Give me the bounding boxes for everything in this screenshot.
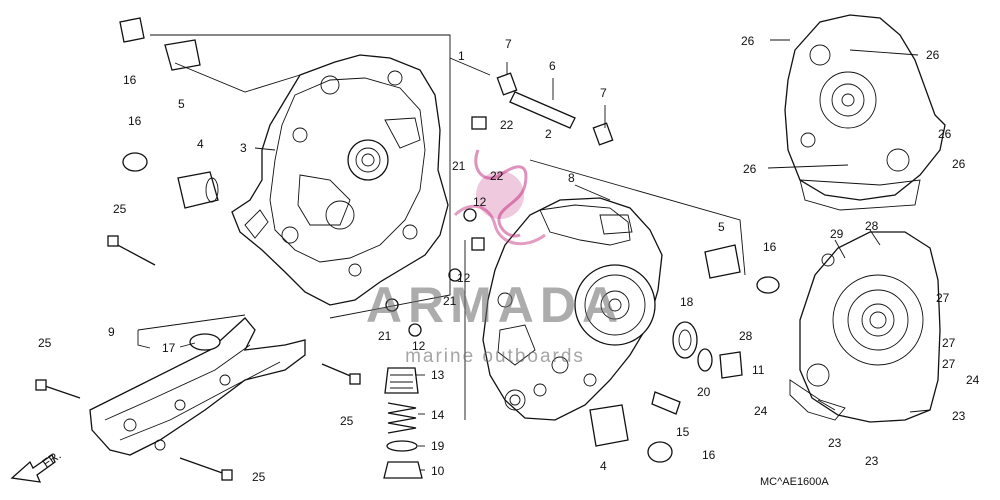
callout-26: 26: [952, 157, 966, 171]
callout-5: 5: [718, 220, 725, 234]
callout-labels: 1 2 3 4 4 5 5 6 7 7 8 9 10 11 12 12 12 1…: [38, 34, 980, 484]
left-crankcase: [231, 54, 449, 306]
callout-5: 5: [178, 97, 185, 111]
callout-12: 12: [473, 195, 487, 209]
callout-19: 19: [431, 439, 445, 453]
leader-lines: [137, 34, 931, 471]
callout-4: 4: [197, 137, 204, 151]
mount-bracket: [89, 317, 306, 456]
callout-21: 21: [443, 294, 457, 308]
callout-22: 22: [490, 169, 504, 183]
callout-17: 17: [162, 341, 176, 355]
callout-9: 9: [108, 325, 115, 339]
callout-26: 26: [938, 127, 952, 141]
callout-21: 21: [452, 159, 466, 173]
watermark: ARMADA marine outboards: [366, 149, 624, 367]
callout-18: 18: [680, 295, 694, 309]
callout-23: 23: [865, 454, 879, 468]
callout-8: 8: [568, 171, 575, 185]
callout-22: 22: [500, 118, 514, 132]
callout-4: 4: [600, 459, 607, 473]
callout-3: 3: [240, 141, 247, 155]
callout-2: 2: [545, 127, 552, 141]
callout-27: 27: [942, 357, 956, 371]
callout-24: 24: [754, 404, 768, 418]
callout-23: 23: [828, 436, 842, 450]
watermark-tagline: marine outboards: [405, 346, 585, 367]
callout-20: 20: [697, 385, 711, 399]
callout-29: 29: [830, 227, 844, 241]
callout-10: 10: [431, 464, 445, 478]
stator-cover: [784, 14, 946, 211]
watermark-brand: ARMADA: [366, 277, 624, 333]
callout-7: 7: [600, 86, 607, 100]
callout-11: 11: [752, 363, 765, 377]
callout-25: 25: [38, 336, 52, 350]
callout-27: 27: [942, 336, 956, 350]
callout-1: 1: [458, 49, 465, 63]
callout-16: 16: [123, 73, 137, 87]
callout-28: 28: [865, 219, 879, 233]
callout-13: 13: [431, 368, 445, 382]
callout-25: 25: [340, 414, 354, 428]
callout-16: 16: [128, 114, 142, 128]
callout-28: 28: [739, 329, 753, 343]
callout-16: 16: [763, 240, 777, 254]
small-parts: [35, 17, 780, 481]
callout-12: 12: [457, 271, 471, 285]
callout-15: 15: [676, 425, 690, 439]
callout-7: 7: [505, 37, 512, 51]
right-crankcase: [482, 197, 663, 421]
crankcase-cover: [789, 231, 941, 423]
callout-21: 21: [378, 329, 392, 343]
callout-25: 25: [113, 202, 127, 216]
callout-25: 25: [252, 470, 266, 484]
callout-26: 26: [926, 48, 940, 62]
diagram-code: MC^AE1600A: [760, 476, 829, 488]
callout-24: 24: [966, 373, 980, 387]
callout-16: 16: [702, 448, 716, 462]
callout-26: 26: [743, 162, 757, 176]
callout-26: 26: [741, 34, 755, 48]
callout-6: 6: [549, 59, 556, 73]
callout-12: 12: [412, 339, 426, 353]
callout-27: 27: [936, 291, 950, 305]
callout-14: 14: [431, 408, 445, 422]
front-arrow: FR.: [10, 448, 64, 483]
callout-23: 23: [952, 409, 966, 423]
